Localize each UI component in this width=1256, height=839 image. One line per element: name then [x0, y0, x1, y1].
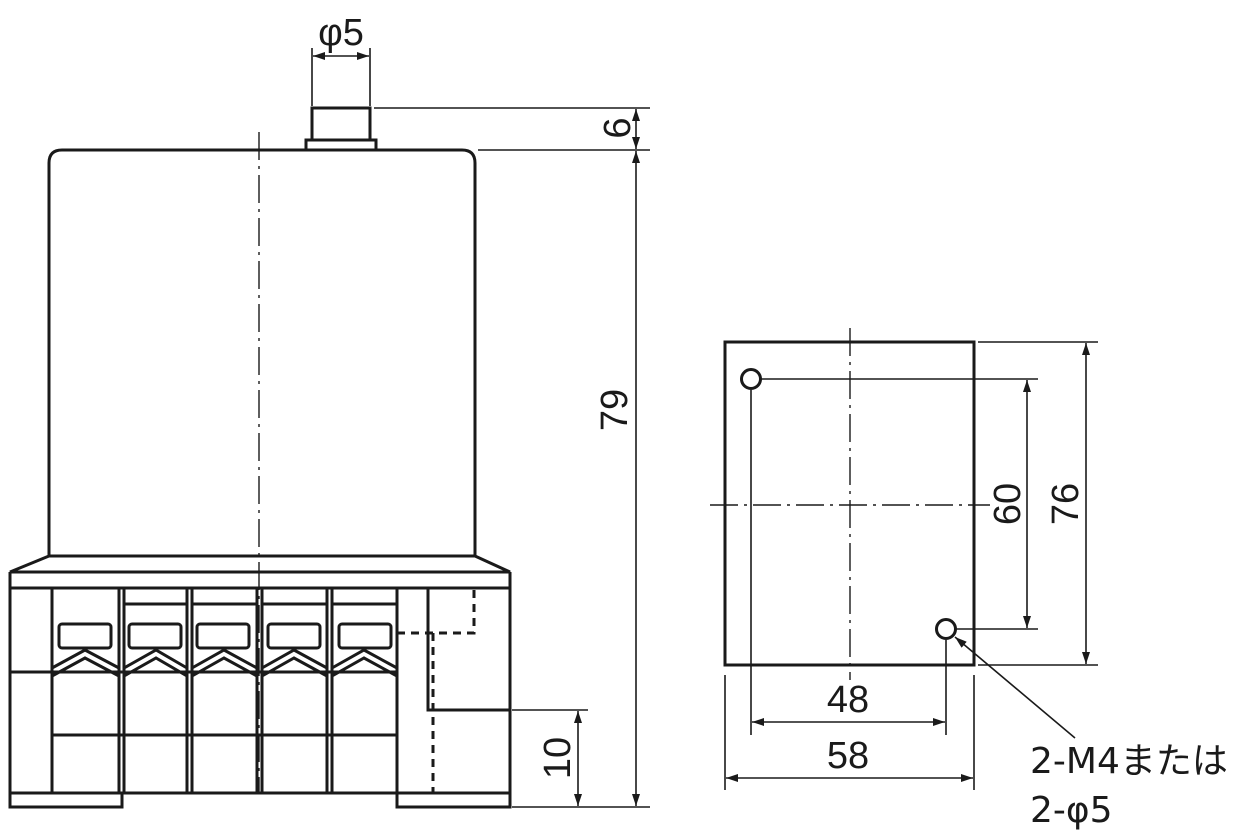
mounting-hole-top [740, 368, 762, 390]
pin-diameter-label: φ5 [318, 12, 364, 54]
hole-note-line-2: 2-φ5 [1030, 790, 1113, 831]
top-pin [310, 106, 372, 142]
total-height-label: 79 [594, 389, 636, 431]
mounting-hole-bottom [935, 618, 957, 640]
mount-view [710, 328, 990, 680]
hole-pitch-vertical-label: 60 [987, 483, 1029, 525]
base-width-label: 58 [827, 735, 869, 777]
terminal-block [10, 588, 510, 793]
hole-note-line-1: 2-M4または [1030, 741, 1228, 782]
hole-pitch-horizontal-label: 48 [827, 679, 869, 721]
terminal-height-label: 10 [537, 737, 579, 779]
pin-height-label: 6 [597, 117, 639, 138]
base-height-label: 76 [1045, 483, 1087, 525]
side-dimensions: φ5 6 79 10 [311, 12, 650, 808]
relay-cover [47, 148, 477, 556]
mount-dimensions: 60 76 48 58 2-M4または 2-φ5 [724, 341, 1228, 831]
side-view [8, 106, 512, 809]
socket-base [8, 572, 512, 809]
cover-shoulder [9, 554, 511, 574]
